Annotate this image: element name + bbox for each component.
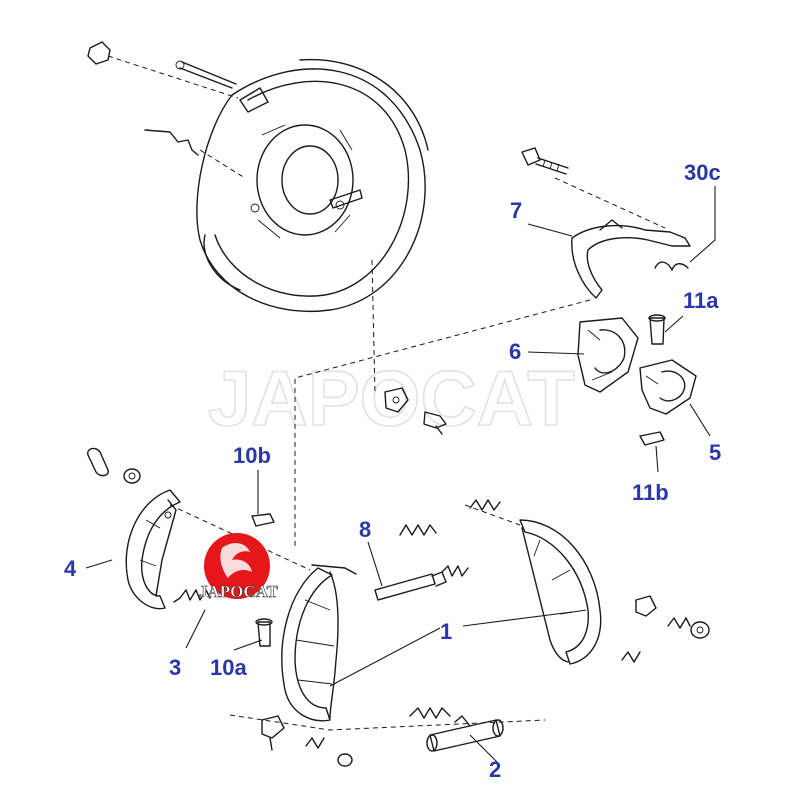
logo-emblem-icon bbox=[220, 543, 252, 578]
center-adjuster-parts bbox=[384, 387, 447, 435]
label-6: 6 bbox=[509, 339, 521, 364]
part-10a-pin bbox=[255, 618, 273, 647]
part-11a-pin bbox=[648, 314, 666, 345]
part-2-wheel-cylinder bbox=[426, 715, 504, 752]
backing-plate bbox=[196, 58, 429, 312]
label-2: 2 bbox=[489, 757, 501, 782]
part-1-shoe-right bbox=[519, 519, 602, 665]
part-8-adjuster bbox=[374, 571, 447, 601]
leader-lines bbox=[85, 186, 716, 763]
part-1-shoe-left bbox=[281, 564, 357, 722]
logo-text: JAPOCAT bbox=[199, 582, 279, 601]
mounting-bolt bbox=[521, 147, 569, 175]
japocat-logo: JAPOCAT bbox=[199, 533, 279, 601]
left-clips bbox=[87, 447, 141, 484]
label-8: 8 bbox=[359, 517, 371, 542]
label-4: 4 bbox=[64, 556, 77, 581]
label-1: 1 bbox=[440, 619, 452, 644]
label-10b: 10b bbox=[233, 443, 271, 468]
part-10b-clip bbox=[251, 513, 275, 527]
label-11b: 11b bbox=[632, 480, 669, 505]
part-3-spring bbox=[173, 589, 211, 603]
right-hardware bbox=[635, 595, 710, 639]
part-6-housing bbox=[577, 317, 639, 393]
bottom-left-hardware bbox=[261, 715, 353, 767]
part-11b-clip bbox=[639, 431, 665, 446]
label-7: 7 bbox=[510, 198, 522, 223]
label-5: 5 bbox=[709, 440, 721, 465]
part-labels: 7 30c 11a 6 5 11b 10b 8 4 1 3 10a 2 bbox=[64, 160, 721, 782]
watermark: JAPOCAT bbox=[208, 354, 575, 442]
assembly-guides bbox=[169, 177, 666, 731]
part-7-lever bbox=[571, 219, 691, 299]
part-5-bracket bbox=[639, 359, 697, 415]
label-10a: 10a bbox=[210, 655, 247, 680]
return-springs bbox=[305, 499, 691, 749]
label-30c: 30c bbox=[684, 160, 721, 185]
top-left-parts bbox=[87, 41, 246, 179]
label-11a: 11a bbox=[683, 288, 719, 313]
part-4-shoe bbox=[125, 489, 181, 610]
label-3: 3 bbox=[169, 655, 181, 680]
